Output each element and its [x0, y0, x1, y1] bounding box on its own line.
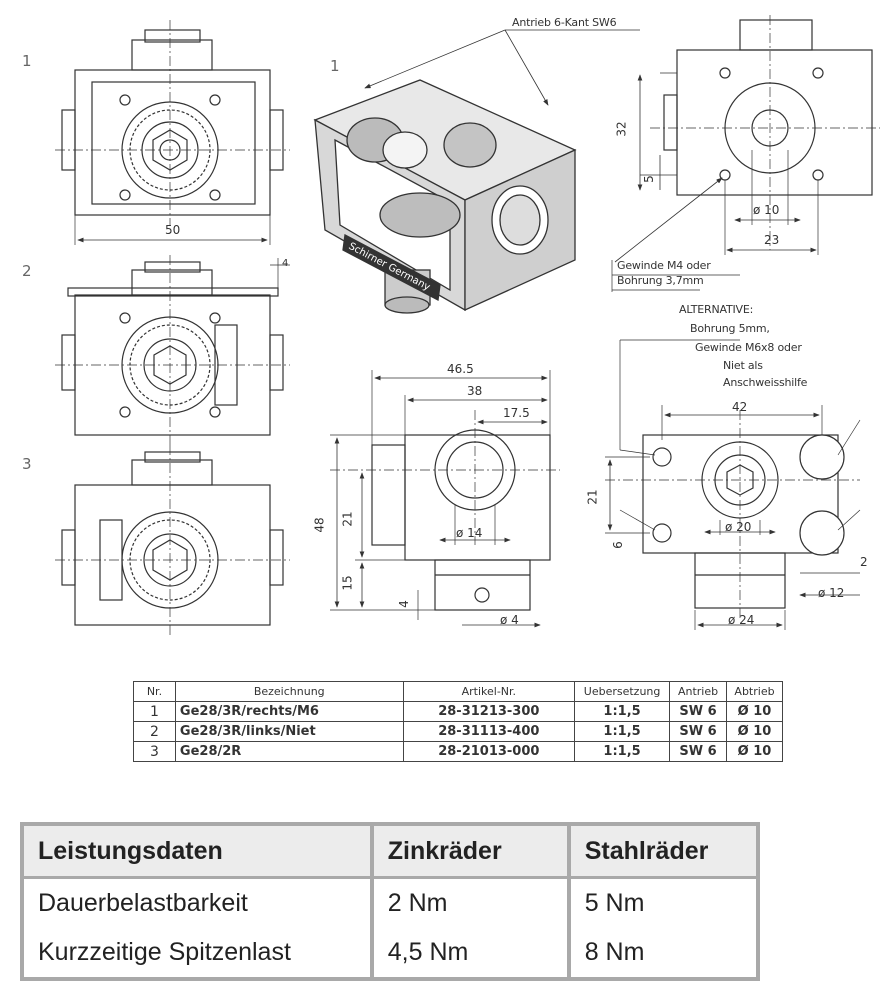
- table-row: 1 Ge28/3R/rechts/M6 28-31213-300 1:1,5 S…: [133, 701, 783, 722]
- cell-stahl: 8 Nm: [566, 928, 758, 979]
- column-header-bezeichnung: Bezeichnung: [174, 681, 404, 702]
- column-header-nr: Nr.: [133, 681, 176, 702]
- column-header-leistungsdaten: Leistungsdaten: [22, 824, 372, 879]
- cell-zink: 2 Nm: [369, 877, 569, 928]
- cell-bezeichnung: Ge28/2R: [174, 741, 404, 762]
- cell-artikel: 28-21013-000: [402, 741, 576, 762]
- cell-label: Dauerbelastbarkeit: [38, 889, 248, 917]
- dim-label: 32: [614, 121, 629, 137]
- table-row: Kurzzeitige Spitzenlast 4,5 Nm 8 Nm: [22, 928, 758, 979]
- dim-label: 42: [732, 400, 748, 414]
- column-header-abtrieb: Abtrieb: [726, 681, 783, 702]
- alternative-note: Bohrung 5mm,: [690, 322, 770, 335]
- cell-uebersetzung: 1:1,5: [574, 741, 671, 762]
- cell-antrieb: SW 6: [669, 741, 727, 762]
- variant-label-iso: 1: [330, 57, 340, 75]
- variant-label-2: 2: [22, 262, 32, 280]
- column-header-artikel: Artikel-Nr.: [402, 681, 576, 702]
- table-row: Dauerbelastbarkeit 2 Nm 5 Nm: [22, 877, 758, 928]
- alternative-note: ALTERNATIVE:: [679, 303, 754, 316]
- parts-table: Nr. Bezeichnung Artikel-Nr. Uebersetzung…: [133, 681, 783, 762]
- dim-label: 17.5: [503, 406, 530, 420]
- dim-label: 50: [165, 223, 181, 237]
- dim-label: ø 14: [456, 526, 483, 540]
- dim-label: 6: [610, 541, 625, 549]
- dim-label: 46.5: [447, 362, 474, 376]
- dim-label: ø 24: [728, 613, 755, 627]
- dim-label: 21: [585, 489, 600, 505]
- cell-bezeichnung: Ge28/3R/rechts/M6: [174, 701, 404, 722]
- dim-label: 15: [340, 575, 355, 591]
- dim-label: ø 20: [725, 520, 752, 534]
- table-row: 3 Ge28/2R 28-21013-000 1:1,5 SW 6 Ø 10: [133, 741, 783, 762]
- column-header-zinkraeder: Zinkräder: [369, 824, 569, 879]
- technical-drawing: Schirner Germany: [55, 15, 880, 635]
- variant-label-1: 1: [22, 52, 32, 70]
- dim-label: ø 12: [818, 586, 845, 600]
- dim-label: 48: [312, 517, 327, 533]
- table-row: 2 Ge28/3R/links/Niet 28-31113-400 1:1,5 …: [133, 721, 783, 742]
- cell-bezeichnung: Ge28/3R/links/Niet: [174, 721, 404, 742]
- cell-antrieb: SW 6: [669, 721, 727, 742]
- dim-label: 23: [764, 233, 780, 247]
- cell-artikel: 28-31113-400: [402, 721, 576, 742]
- column-header-stahlraeder: Stahlräder: [566, 824, 758, 879]
- column-header-uebersetzung: Uebersetzung: [574, 681, 671, 702]
- cell-stahl: 5 Nm: [566, 877, 758, 928]
- gearbox-side-view: [611, 15, 880, 292]
- cell-antrieb: SW 6: [669, 701, 727, 722]
- dim-label: 4: [282, 258, 289, 269]
- alternative-note: Anschweisshilfe: [723, 376, 808, 389]
- cell-abtrieb: Ø 10: [726, 721, 783, 742]
- gearbox-front-view-dimensioned: [330, 370, 560, 628]
- cell-label: Kurzzeitige Spitzenlast: [38, 938, 291, 966]
- cell-abtrieb: Ø 10: [726, 741, 783, 762]
- dim-label: 5: [641, 175, 656, 183]
- cell-uebersetzung: 1:1,5: [574, 701, 671, 722]
- dim-label: 38: [467, 384, 483, 398]
- variant-label-3: 3: [22, 455, 32, 473]
- gearbox-view-1: [55, 20, 290, 245]
- cell-nr: 1: [133, 701, 176, 722]
- cell-nr: 2: [133, 721, 176, 742]
- column-header-antrieb: Antrieb: [669, 681, 727, 702]
- dim-label: 21: [340, 511, 355, 527]
- gearbox-view-3: [55, 445, 290, 635]
- cell-abtrieb: Ø 10: [726, 701, 783, 722]
- dim-label: ø 4: [500, 613, 519, 627]
- dim-label: ø 10: [753, 203, 780, 217]
- dim-label: 4: [396, 600, 411, 608]
- gewinde-note: Bohrung 3,7mm: [617, 274, 704, 287]
- gearbox-isometric-view: [313, 29, 640, 314]
- parts-table-header-row: Nr. Bezeichnung Artikel-Nr. Uebersetzung…: [133, 681, 783, 702]
- dim-label: 2: [860, 555, 868, 569]
- antrieb-note: Antrieb 6-Kant SW6: [512, 16, 617, 29]
- performance-table: Leistungsdaten Zinkräder Stahlräder Daue…: [20, 822, 760, 981]
- cell-zink: 4,5 Nm: [369, 928, 569, 979]
- alternative-note: Gewinde M6x8 oder: [695, 341, 802, 354]
- gewinde-note: Gewinde M4 oder: [617, 259, 711, 272]
- gearbox-alternative-view: [605, 339, 861, 630]
- alternative-note: Niet als: [723, 359, 763, 372]
- cell-uebersetzung: 1:1,5: [574, 721, 671, 742]
- cell-nr: 3: [133, 741, 176, 762]
- gearbox-view-2: [55, 255, 290, 445]
- performance-header-row: Leistungsdaten Zinkräder Stahlräder: [22, 824, 758, 879]
- cell-artikel: 28-31213-300: [402, 701, 576, 722]
